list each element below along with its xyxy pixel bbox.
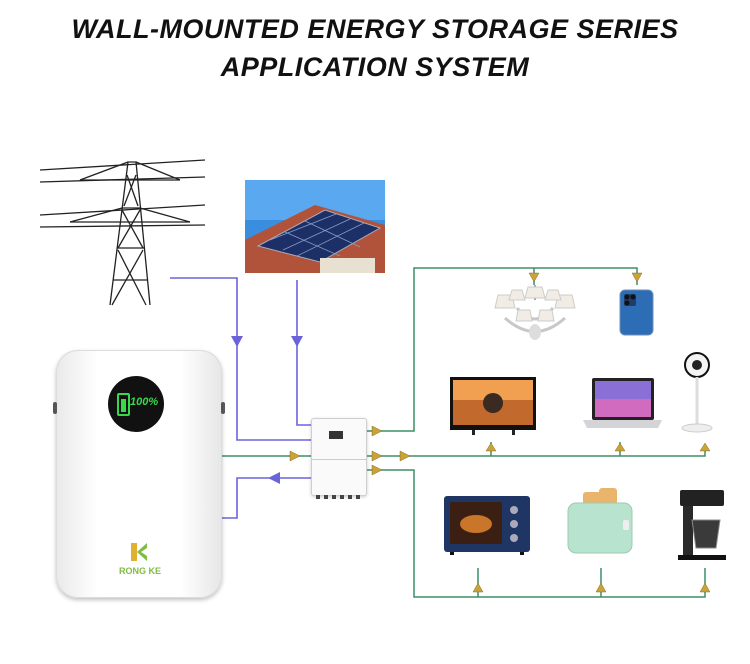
brand-name: RONG KE <box>118 566 161 576</box>
inverter-screen <box>329 431 343 439</box>
smartphone-icon <box>619 289 654 336</box>
diagram-title-line1: WALL-MOUNTED ENERGY STORAGE SERIES <box>71 14 679 44</box>
oven-icon <box>444 496 530 555</box>
battery-percent: 100% <box>130 396 159 408</box>
laptop-icon <box>583 378 662 428</box>
coffee-maker-icon <box>678 490 726 560</box>
battery-icon <box>117 393 130 416</box>
brand-logo-icon <box>131 543 147 561</box>
chandelier-icon <box>494 285 576 340</box>
side-button-right <box>221 402 225 414</box>
power-tower-icon <box>39 159 206 306</box>
tv-icon <box>450 377 536 435</box>
inverter-icon <box>311 418 367 499</box>
fan-icon <box>681 352 713 433</box>
toaster-icon <box>567 488 633 554</box>
battery-display: 100% <box>108 376 164 432</box>
solar-panel-house-icon <box>245 180 385 273</box>
side-button-left <box>53 402 57 414</box>
diagram-title-line2: APPLICATION SYSTEM <box>220 52 530 82</box>
